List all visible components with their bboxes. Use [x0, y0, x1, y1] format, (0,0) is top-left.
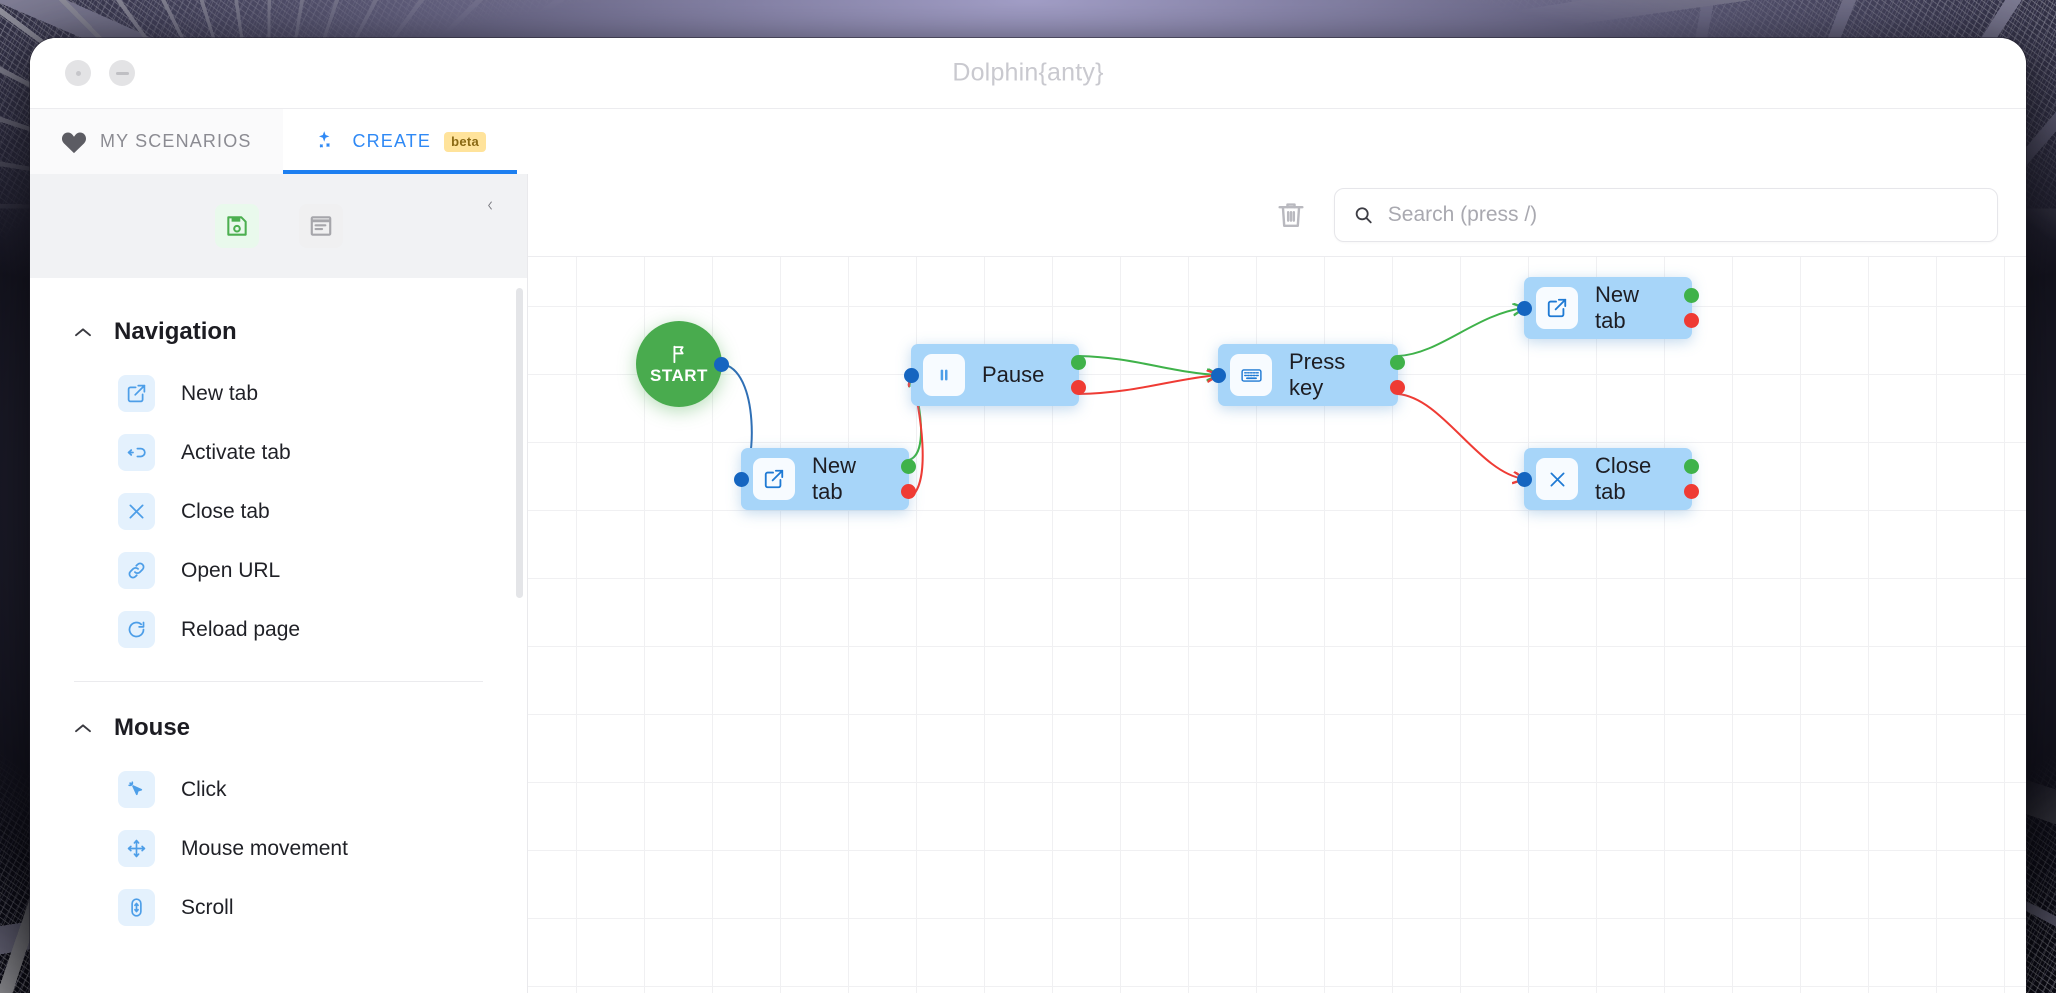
- scroll-icon: [118, 889, 155, 926]
- port-success[interactable]: [901, 459, 916, 474]
- port-success[interactable]: [1390, 355, 1405, 370]
- sidebar-group-mouse[interactable]: Mouse: [30, 696, 527, 760]
- close-x-icon: [1536, 458, 1578, 500]
- close-dot-icon[interactable]: [65, 60, 91, 86]
- chevron-up-icon: [75, 327, 91, 336]
- sidebar-item-mouse-movement-label: Mouse movement: [181, 836, 348, 860]
- sidebar-item-mouse-movement[interactable]: Mouse movement: [30, 819, 527, 878]
- beta-badge: beta: [444, 131, 487, 152]
- main-body: Navigation New tab: [30, 174, 2026, 993]
- port-error[interactable]: [1390, 380, 1405, 395]
- search-input[interactable]: [1387, 203, 1979, 227]
- tab-my-scenarios-label: MY SCENARIOS: [100, 131, 252, 151]
- port-error[interactable]: [1684, 313, 1699, 328]
- sidebar-divider: [74, 681, 483, 682]
- sidebar-item-open-url-label: Open URL: [181, 558, 281, 582]
- flow-node-close-tab[interactable]: Close tab: [1517, 448, 1699, 510]
- tab-create[interactable]: CREATE beta: [282, 109, 518, 174]
- port-success[interactable]: [1071, 355, 1086, 370]
- app-window: Dolphin{anty} MY SCENARIOS CREATE beta: [30, 38, 2026, 993]
- minimize-dot-icon[interactable]: [109, 60, 135, 86]
- close-x-icon: [118, 493, 155, 530]
- port-error[interactable]: [901, 484, 916, 499]
- flow-edges: [721, 174, 2026, 499]
- keyboard-icon: [1230, 354, 1272, 396]
- tab-create-label: CREATE: [352, 131, 432, 151]
- sidebar-item-click-label: Click: [181, 777, 227, 801]
- chevron-left-icon: [488, 200, 492, 210]
- title-bar: Dolphin{anty}: [30, 38, 2026, 109]
- scenario-notes-button[interactable]: [298, 204, 343, 248]
- sidebar-item-scroll-label: Scroll: [181, 895, 234, 919]
- flow-node-close-tab-label: Close tab: [1595, 453, 1652, 504]
- external-link-icon: [118, 375, 155, 412]
- sidebar-toolbar: [30, 174, 527, 278]
- scenario-canvas[interactable]: START New tab: [528, 174, 2026, 993]
- flow-node-new-tab-1-label: New tab: [812, 453, 857, 504]
- magic-wand-icon: [314, 129, 340, 155]
- sidebar-group-navigation-label: Navigation: [114, 318, 237, 345]
- sidebar-scrollbar-thumb[interactable]: [516, 288, 523, 598]
- sidebar-item-new-tab[interactable]: New tab: [30, 364, 527, 423]
- port-in[interactable]: [1211, 368, 1226, 383]
- sidebar-item-activate-tab-label: Activate tab: [181, 440, 291, 464]
- chain-link-icon: [118, 552, 155, 589]
- window-controls: [65, 60, 135, 86]
- sidebar-item-click[interactable]: Click: [30, 760, 527, 819]
- port-out[interactable]: [714, 357, 729, 372]
- sidebar-item-reload-page[interactable]: Reload page: [30, 600, 527, 659]
- port-success[interactable]: [1684, 459, 1699, 474]
- pause-icon: [923, 354, 965, 396]
- note-icon: [310, 216, 331, 236]
- flow-node-pause[interactable]: Pause: [904, 344, 1086, 406]
- external-link-icon: [753, 458, 795, 500]
- tab-bar: MY SCENARIOS CREATE beta: [30, 109, 2026, 174]
- flow-node-new-tab-2-label: New tab: [1595, 282, 1640, 333]
- move-arrows-icon: [118, 830, 155, 867]
- sidebar-item-reload-page-label: Reload page: [181, 617, 301, 641]
- port-in[interactable]: [904, 368, 919, 383]
- port-in[interactable]: [1517, 301, 1532, 316]
- port-error[interactable]: [1684, 484, 1699, 499]
- external-link-icon: [1536, 287, 1578, 329]
- port-success[interactable]: [1684, 288, 1699, 303]
- port-in[interactable]: [734, 472, 749, 487]
- flow-node-start-label: START: [650, 365, 708, 385]
- flow-node-new-tab-1[interactable]: New tab: [734, 448, 916, 510]
- reload-icon: [118, 611, 155, 648]
- sidebar-item-close-tab[interactable]: Close tab: [30, 482, 527, 541]
- search-box[interactable]: [1334, 188, 1998, 242]
- sidebar-item-close-tab-label: Close tab: [181, 499, 270, 523]
- port-error[interactable]: [1071, 380, 1086, 395]
- flow-node-pause-label: Pause: [982, 362, 1045, 387]
- link-arrow-icon: [118, 434, 155, 471]
- sidebar-scroll-area[interactable]: Navigation New tab: [30, 278, 527, 993]
- sidebar-item-new-tab-label: New tab: [181, 381, 259, 405]
- sidebar-item-open-url[interactable]: Open URL: [30, 541, 527, 600]
- sidebar-item-scroll[interactable]: Scroll: [30, 878, 527, 937]
- port-in[interactable]: [1517, 472, 1532, 487]
- canvas-toolbar: [528, 174, 2026, 257]
- flow-node-new-tab-2[interactable]: New tab: [1517, 277, 1699, 339]
- flow-node-press-key-label: Press key: [1289, 349, 1346, 400]
- heart-icon: [61, 130, 87, 154]
- save-scenario-button[interactable]: [214, 204, 259, 248]
- page-title: Dolphin{anty}: [952, 58, 1104, 87]
- collapse-panel-button[interactable]: [473, 188, 507, 222]
- flow-node-press-key[interactable]: Press key: [1211, 344, 1405, 406]
- tab-my-scenarios[interactable]: MY SCENARIOS: [30, 109, 283, 174]
- flag-icon: [673, 345, 684, 363]
- flow-graph: START New tab: [528, 174, 2026, 993]
- actions-sidebar: Navigation New tab: [30, 174, 528, 993]
- chevron-up-icon: [75, 723, 91, 732]
- trash-icon[interactable]: [1274, 197, 1308, 233]
- sidebar-item-activate-tab[interactable]: Activate tab: [30, 423, 527, 482]
- cursor-click-icon: [118, 771, 155, 808]
- floppy-save-icon: [226, 216, 247, 236]
- sidebar-group-mouse-label: Mouse: [114, 714, 191, 741]
- sidebar-group-navigation[interactable]: Navigation: [30, 300, 527, 364]
- search-icon: [1355, 207, 1372, 224]
- flow-node-start[interactable]: START: [636, 321, 729, 407]
